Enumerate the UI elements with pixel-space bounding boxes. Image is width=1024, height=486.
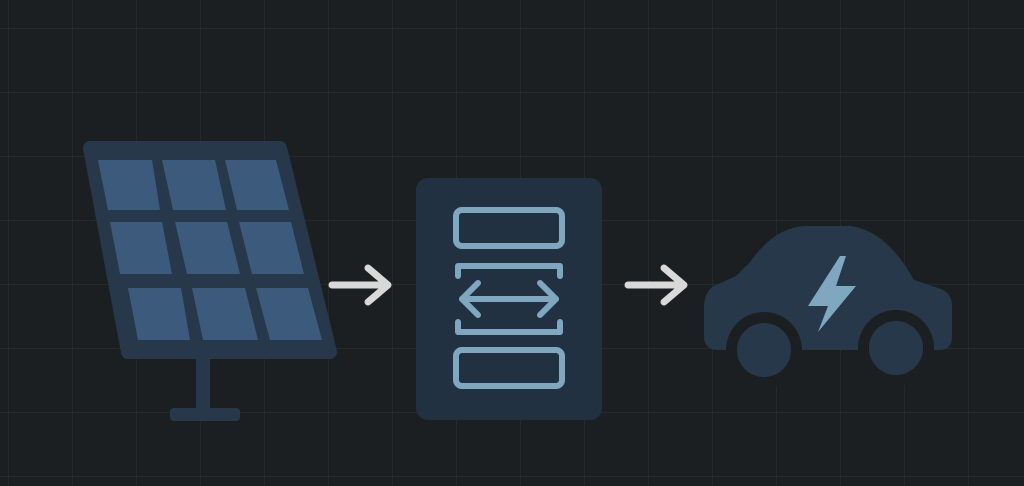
double-arrow-icon bbox=[459, 280, 559, 318]
solar-panel-icon bbox=[83, 141, 337, 421]
panel-cell bbox=[256, 288, 322, 340]
panel-cell bbox=[192, 288, 258, 340]
lightning-bolt-icon bbox=[808, 256, 856, 332]
panel-stand bbox=[196, 344, 210, 412]
panel-cells bbox=[98, 160, 322, 340]
converter-middle-bracket-bottom bbox=[455, 319, 563, 335]
panel-cell bbox=[225, 160, 289, 210]
arrow-right-icon bbox=[328, 264, 392, 306]
arrow-right-icon bbox=[624, 264, 688, 306]
panel-cell bbox=[175, 222, 240, 274]
panel-cell bbox=[128, 288, 190, 340]
panel-cell bbox=[162, 160, 226, 210]
panel-base bbox=[170, 408, 240, 421]
converter-middle-bracket-top bbox=[455, 263, 563, 279]
panel-cell bbox=[110, 222, 172, 274]
car-rear-wheel-hub bbox=[737, 323, 791, 377]
converter-top-slot bbox=[453, 207, 565, 249]
panel-cell bbox=[98, 160, 160, 210]
converter-bottom-slot bbox=[453, 347, 565, 389]
car-front-wheel-hub bbox=[869, 321, 923, 375]
electric-car-icon bbox=[704, 226, 952, 388]
panel-cell bbox=[239, 222, 304, 274]
bidirectional-converter-icon bbox=[416, 178, 602, 420]
